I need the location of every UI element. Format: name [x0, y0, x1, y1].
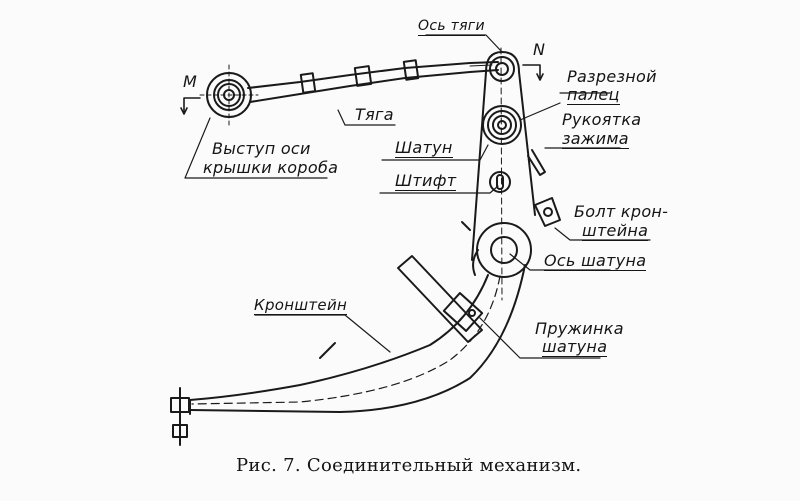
rod-axis [461, 221, 532, 278]
label-bracket-bolt-2: штейна [582, 221, 649, 241]
n-arrow [522, 64, 541, 79]
label-bracket: Кронштейн [254, 296, 348, 315]
bracket [189, 264, 526, 415]
marker-n: N [533, 40, 545, 59]
marker-m: M [183, 72, 197, 91]
label-spring-2: шатуна [542, 337, 608, 357]
label-boss-1: Выступ оси [212, 139, 311, 158]
label-connecting-rod: Шатун [395, 138, 453, 158]
tie-rod [247, 59, 499, 103]
label-rod-axis-tie: Ось тяги [418, 18, 485, 36]
m-arrow [183, 97, 201, 113]
label-clamp-handle-2: зажима [562, 129, 629, 149]
label-tie-rod: Тяга [355, 105, 394, 124]
label-spring-1: Пружинка [535, 319, 624, 338]
label-boss-2: крышки короба [203, 158, 339, 177]
label-clamp-handle-1: Рукоятка [562, 110, 642, 129]
label-pin: Штифт [395, 171, 457, 191]
rod-spring [397, 255, 484, 343]
label-split-pin-2: палец [567, 85, 620, 105]
label-bracket-bolt-1: Болт крон- [574, 202, 669, 221]
end-bolt [170, 387, 190, 446]
bracket-bolt [534, 197, 561, 227]
label-split-pin-1: Разрезной [567, 67, 657, 86]
cover-axis-boss [199, 64, 259, 126]
figure-caption: Рис. 7. Соединительный механизм. [236, 455, 582, 476]
label-rod-axis: Ось шатуна [544, 251, 647, 271]
